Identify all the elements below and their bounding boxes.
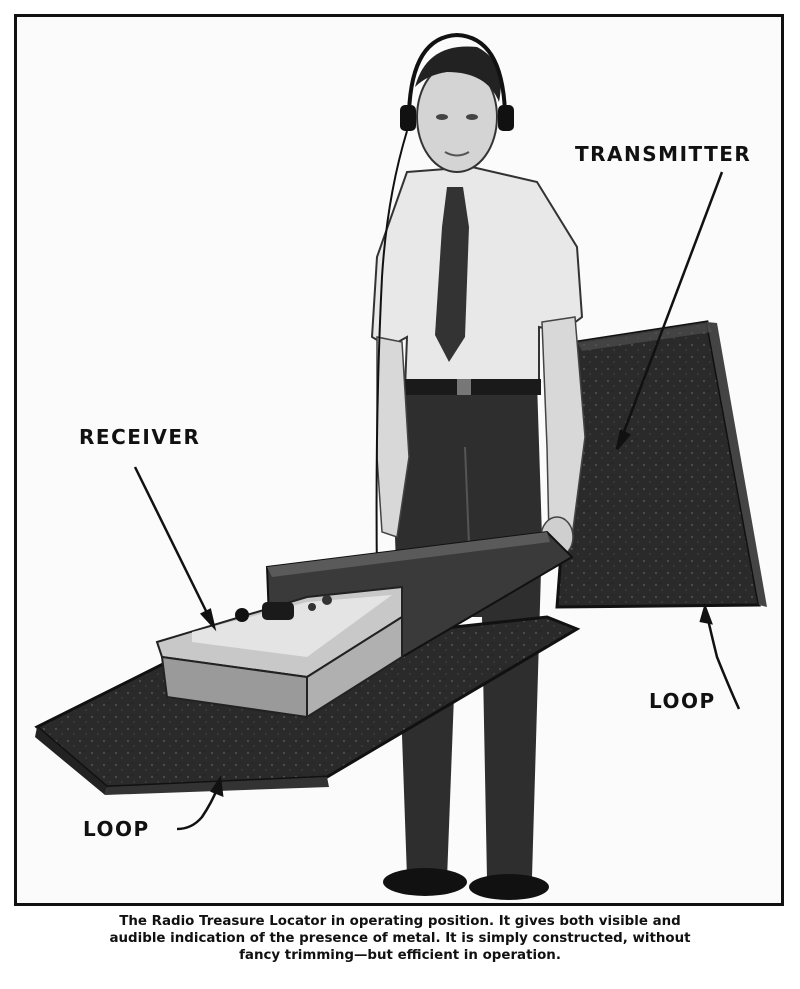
caption-line-2: audible indication of the presence of me… xyxy=(109,931,691,946)
receiver-pointer xyxy=(133,466,211,618)
receiver-box xyxy=(155,585,403,719)
radio-treasure-locator-illustration xyxy=(34,32,767,900)
loop-right-label: LOOP xyxy=(649,689,716,713)
receiver-label: RECEIVER xyxy=(79,425,201,449)
label-pointers xyxy=(133,171,741,831)
transmitter-label: TRANSMITTER xyxy=(575,142,752,166)
caption-line-1: The Radio Treasure Locator in operating … xyxy=(119,914,681,929)
transmitter-loop-board xyxy=(555,320,767,609)
figure-frame: TRANSMITTER RECEIVER LOOP LOOP xyxy=(14,14,784,906)
figure-caption: The Radio Treasure Locator in operating … xyxy=(16,913,784,964)
loop-right-pointer xyxy=(705,614,741,710)
person-legs xyxy=(383,382,549,900)
caption-line-3: fancy trimming—but efficient in operatio… xyxy=(239,948,561,963)
loop-left-pointer xyxy=(176,788,219,831)
transmitter-pointer xyxy=(620,171,724,438)
person-torso xyxy=(370,165,586,558)
loop-left-label: LOOP xyxy=(83,817,150,841)
person-head xyxy=(375,32,514,578)
